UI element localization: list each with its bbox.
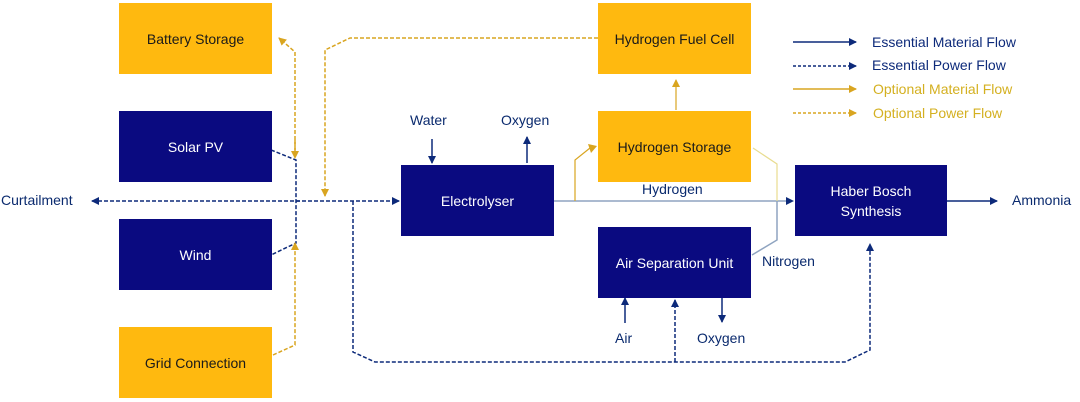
hydrogen-storage-node: Hydrogen Storage [598,111,751,182]
haber-bosch-label-line2: Synthesis [840,202,902,219]
haber-bosch-node: Haber Bosch Synthesis [795,165,947,236]
legend-essential-material: Essential Material Flow [872,34,1016,50]
battery-storage-label: Battery Storage [146,30,245,47]
hydrogen-nitrogen-lines [554,200,792,256]
grid-connection-label: Grid Connection [144,354,247,371]
haber-bosch-label-line1: Haber Bosch [830,182,912,199]
hydrogen-fuel-cell-label: Hydrogen Fuel Cell [614,30,735,47]
legend-essential-power: Essential Power Flow [872,57,1006,73]
nitrogen-label: Nitrogen [762,253,815,269]
grid-connection-node: Grid Connection [119,327,272,398]
fuel-cell-power [321,37,598,197]
water-label: Water [410,112,447,128]
hydrogen-label: Hydrogen [642,181,703,197]
to-hydrogen-storage [574,147,591,201]
oxygen-asu-label: Oxygen [697,330,746,346]
hydrogen-storage-label: Hydrogen Storage [617,138,732,155]
air-separation-unit-label: Air Separation Unit [615,254,734,271]
wind-label: Wind [179,246,212,263]
bus-to-asu-and-haber [352,201,874,363]
legend-lines [793,38,857,117]
curtailment-label: Curtailment [1,192,73,208]
solar-pv-node: Solar PV [119,111,272,182]
optional-material-lines [574,79,680,201]
battery-storage-node: Battery Storage [119,3,272,74]
legend-optional-power: Optional Power Flow [873,105,1003,121]
nitrogen-flow [751,201,778,256]
solar-pv-label: Solar PV [167,138,224,155]
haber-input-arrowhead [786,197,794,205]
essential-material-lines [428,136,998,323]
solar-pv-power [270,149,297,256]
wind-node: Wind [119,219,272,290]
storage-to-haber-optional [752,147,778,201]
essential-power-bus [91,149,874,363]
storage-input-arrowhead [588,144,597,153]
legend-optional-material: Optional Material Flow [873,81,1013,97]
electrolyser-node: Electrolyser [401,165,554,236]
electrolyser-label: Electrolyser [440,192,515,209]
battery-storage-power [278,37,296,152]
grid-connection-power [272,242,299,356]
hydrogen-fuel-cell-node: Hydrogen Fuel Cell [598,3,751,74]
optional-power-lines [272,37,598,356]
ammonia-label: Ammonia [1012,192,1072,208]
oxygen-electrolyser-label: Oxygen [501,112,550,128]
air-label: Air [615,330,633,346]
air-separation-unit-node: Air Separation Unit [598,227,751,298]
